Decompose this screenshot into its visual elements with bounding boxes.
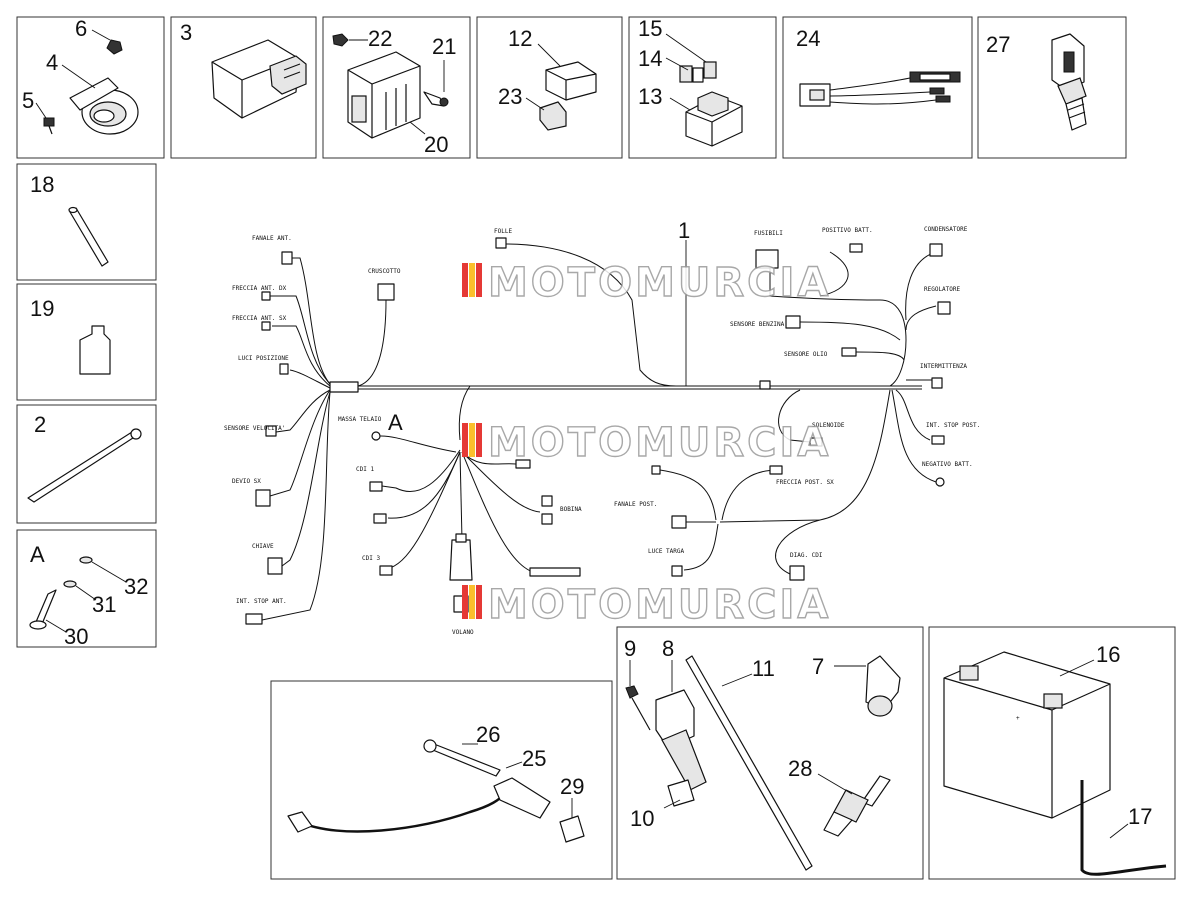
label-fusibili: FUSIBILI [754, 230, 783, 237]
pressure-sensor-part [1051, 33, 1087, 131]
harness-junction [329, 381, 359, 393]
label-luce-targa: LUCE TARGA [648, 548, 685, 555]
part-number-2: 2 [34, 412, 46, 437]
part-number-6: 6 [75, 16, 87, 41]
part-number-3: 3 [180, 20, 192, 45]
svg-text:MOTOMURCIA: MOTOMURCIA [488, 260, 831, 306]
label-folle: FOLLE [494, 228, 512, 235]
label-bobina: BOBINA [560, 506, 582, 513]
label-sensore-olio: SENSORE OLIO [784, 351, 828, 358]
part-number-21: 21 [432, 34, 456, 59]
panel-frame [16, 163, 157, 281]
panel-rubber-cap: 19 [16, 283, 157, 401]
part-number-11: 11 [752, 656, 775, 681]
part-number-32: 32 [124, 574, 148, 599]
label-diag-cdi: DIAG. CDI [790, 552, 823, 559]
panel-lambda-cable: 26 25 29 [270, 680, 613, 880]
part-number-17: 17 [1128, 804, 1152, 829]
label-cruscotto: CRUSCOTTO [368, 268, 401, 275]
label-massa-telaio: MASSA TELAIO [338, 416, 382, 423]
part-number-16: 16 [1096, 642, 1120, 667]
label-devio-sx: DEVIO SX [232, 478, 261, 485]
svg-text:MOTOMURCIA: MOTOMURCIA [488, 582, 831, 628]
part-number-10: 10 [630, 806, 654, 831]
wiring-harness: 1 FANALE ANT. FRECCIA ANT. DX FRECCIA AN… [224, 218, 980, 636]
label-chiave: CHIAVE [252, 543, 274, 550]
part-number-23: 23 [498, 84, 522, 109]
part-number-14: 14 [638, 46, 662, 71]
panel-horn: 6 4 5 [16, 16, 165, 159]
part-number-13: 13 [638, 84, 662, 109]
sensor-cable-part [799, 71, 961, 107]
part-number-27: 27 [986, 32, 1010, 57]
label-int-stop-ant: INT. STOP ANT. [236, 598, 287, 605]
part-number-8: 8 [662, 636, 674, 661]
label-regolatore: REGOLATORE [924, 286, 961, 293]
panel-cdi: 3 [170, 16, 317, 159]
part-number-15: 15 [638, 16, 662, 41]
label-solenoide: SOLENOIDE [812, 422, 845, 429]
group-a-marker: A [388, 410, 403, 435]
label-intermittenza: INTERMITTENZA [920, 363, 967, 370]
label-freccia-post-sx: FRECCIA POST. SX [776, 479, 834, 486]
svg-text:+: + [1016, 715, 1020, 722]
relay-part [539, 61, 597, 131]
panel-fusebox: 15 14 13 [628, 16, 777, 159]
part-number-20: 20 [424, 132, 448, 157]
panel-frame [270, 680, 613, 880]
label-fanale-ant: FANALE ANT. [252, 235, 292, 242]
panel-group-a: A 32 31 30 [16, 529, 157, 649]
panel-ignition: 9 8 10 11 7 28 [616, 626, 924, 880]
label-int-stop-post: INT. STOP POST. [926, 422, 980, 429]
panel-battery: + 16 17 [928, 626, 1176, 880]
watermark-group: MOTOMURCIA MOTOMURCIA MOTOMURCIA [462, 259, 831, 629]
part-number-22: 22 [368, 26, 392, 51]
part-number-29: 29 [560, 774, 584, 799]
watermark-logo: MOTOMURCIA [462, 581, 831, 629]
watermark-logo: MOTOMURCIA [462, 259, 831, 307]
watermark-logo: MOTOMURCIA [462, 419, 831, 467]
part-number-31: 31 [92, 592, 116, 617]
label-freccia-ant-sx: FRECCIA ANT. SX [232, 315, 287, 322]
fusebox-part [679, 61, 743, 147]
part-number-1: 1 [678, 218, 690, 243]
part-number-7: 7 [812, 654, 824, 679]
label-cdi-3: CDI 3 [362, 555, 380, 562]
label-volano: VOLANO [452, 629, 474, 636]
panel-relay: 12 23 [476, 16, 623, 159]
part-number-9: 9 [624, 636, 636, 661]
panel-sensor-cable: 24 [782, 16, 973, 159]
horn-part [43, 39, 139, 135]
regulator-unit [332, 33, 449, 139]
svg-text:MOTOMURCIA: MOTOMURCIA [488, 420, 831, 466]
label-sensore-benzina: SENSORE BENZINA [730, 321, 785, 328]
label-fanale-post: FANALE POST. [614, 501, 657, 508]
part-number-12: 12 [508, 26, 532, 51]
part-number-4: 4 [46, 50, 58, 75]
label-positivo-batt: POSITIVO BATT. [822, 227, 873, 234]
part-number-25: 25 [522, 746, 546, 771]
panel-regulator: 22 21 20 [322, 16, 471, 159]
cdi-unit [211, 39, 307, 119]
group-a-label: A [30, 542, 45, 567]
part-number-28: 28 [788, 756, 812, 781]
panel-cable-tie: 2 [16, 404, 157, 524]
label-freccia-ant-dx: FRECCIA ANT. DX [232, 285, 287, 292]
part-number-5: 5 [22, 88, 34, 113]
label-negativo-batt: NEGATIVO BATT. [922, 461, 973, 468]
part-number-24: 24 [796, 26, 820, 51]
panel-spacer: 18 [16, 163, 157, 281]
part-number-30: 30 [64, 624, 88, 649]
label-condensatore: CONDENSATORE [924, 226, 968, 233]
part-number-26: 26 [476, 722, 500, 747]
part-number-19: 19 [30, 296, 54, 321]
label-sensore-velocita: SENSORE VELOCITA' [224, 425, 285, 432]
label-luci-posizione: LUCI POSIZIONE [238, 355, 289, 362]
part-number-18: 18 [30, 172, 54, 197]
label-cdi-1: CDI 1 [356, 466, 374, 473]
panel-pressure-sensor: 27 [977, 16, 1127, 159]
